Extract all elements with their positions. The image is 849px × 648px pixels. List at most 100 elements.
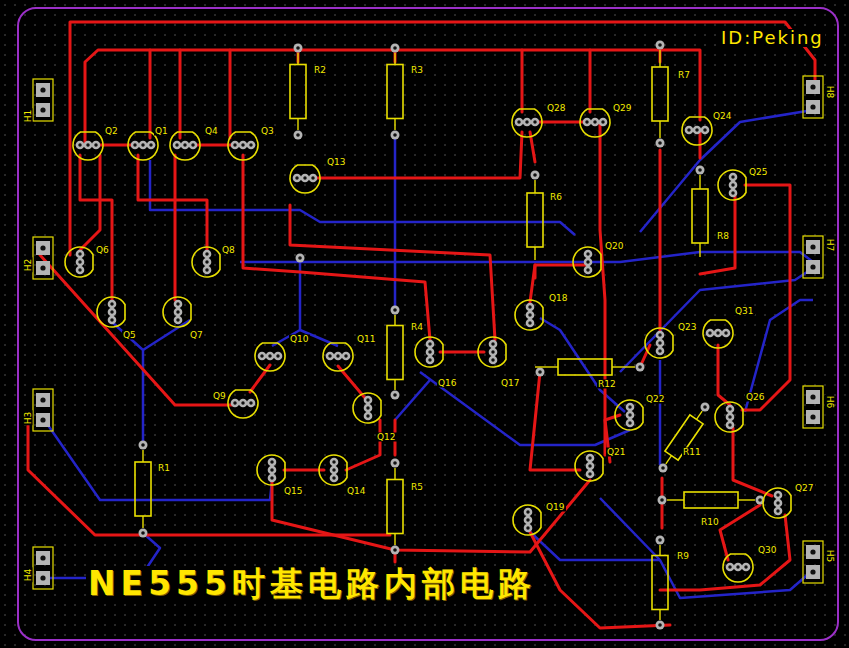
pad xyxy=(330,474,339,483)
pad-hole xyxy=(528,305,531,308)
pad xyxy=(294,131,303,140)
pad xyxy=(726,421,735,430)
pad-hole xyxy=(40,575,45,580)
pad-hole xyxy=(698,168,702,172)
pad-hole xyxy=(303,176,306,179)
pad xyxy=(599,118,608,127)
pad-hole xyxy=(175,143,178,146)
pad-hole xyxy=(366,414,369,417)
resistor-lead xyxy=(667,499,684,500)
transistor-outline xyxy=(97,297,125,327)
pad xyxy=(76,141,85,150)
transistor-outline xyxy=(682,117,712,145)
pad-hole xyxy=(758,498,762,502)
resistor-lead xyxy=(659,50,660,67)
pad-hole xyxy=(393,548,397,552)
resistor-body xyxy=(135,462,151,516)
pad xyxy=(189,141,198,150)
transistor-symbol xyxy=(580,109,610,137)
resistor-symbol xyxy=(135,450,151,528)
designator-label: Q2 xyxy=(104,127,119,136)
pad xyxy=(659,464,668,473)
pad xyxy=(36,571,50,585)
top-trace xyxy=(314,132,522,178)
pad-hole xyxy=(260,354,263,357)
designator-label: Q11 xyxy=(356,335,377,344)
designator-label: Q17 xyxy=(500,379,521,388)
pad-hole xyxy=(736,565,739,568)
pad xyxy=(722,329,731,338)
pad-hole xyxy=(78,260,81,263)
pad xyxy=(806,80,820,94)
pad xyxy=(586,454,595,463)
transistor-outline xyxy=(512,109,542,137)
designator-label: H7 xyxy=(825,238,834,253)
pad xyxy=(714,329,723,338)
pad xyxy=(636,363,645,372)
pad xyxy=(36,261,50,275)
pad-hole xyxy=(533,120,536,123)
pad-hole xyxy=(311,176,314,179)
pad xyxy=(139,529,148,538)
pad xyxy=(774,499,783,508)
transistor-outline xyxy=(515,300,543,330)
pad xyxy=(656,536,665,545)
pad-hole xyxy=(296,133,300,137)
pad xyxy=(489,356,498,365)
pad-hole xyxy=(205,268,208,271)
pad xyxy=(526,319,535,328)
pad xyxy=(523,118,532,127)
top-trace xyxy=(80,155,100,250)
pad xyxy=(489,340,498,349)
designator-label: R2 xyxy=(313,66,327,75)
pad-hole xyxy=(366,406,369,409)
bottom-trace xyxy=(395,380,430,420)
pad-hole xyxy=(40,87,45,92)
pad-hole xyxy=(133,143,136,146)
pad xyxy=(147,141,156,150)
transistor-symbol xyxy=(723,554,753,582)
pad-hole xyxy=(344,354,347,357)
bottom-trace xyxy=(640,110,813,232)
pad-hole xyxy=(270,476,273,479)
pad-hole xyxy=(366,398,369,401)
headers xyxy=(33,76,823,589)
resistor-body xyxy=(387,326,403,380)
pad-hole xyxy=(78,268,81,271)
resistor-symbol xyxy=(652,545,668,620)
pad-hole xyxy=(658,349,661,352)
pad xyxy=(706,329,715,338)
bottom-trace xyxy=(240,252,813,262)
designator-label: H5 xyxy=(825,549,834,564)
header-outline xyxy=(33,237,53,279)
resistor-lead xyxy=(535,366,558,367)
pad-hole xyxy=(810,104,815,109)
pad-hole xyxy=(660,498,664,502)
pad-hole xyxy=(428,350,431,353)
pad xyxy=(656,347,665,356)
top-trace xyxy=(733,428,772,496)
pad xyxy=(524,516,533,525)
pad xyxy=(526,311,535,320)
designator-label: H2 xyxy=(24,258,33,273)
pad xyxy=(391,306,400,315)
pad xyxy=(108,316,117,325)
pad xyxy=(685,126,694,135)
resistor-body xyxy=(387,65,403,119)
pad xyxy=(742,563,751,572)
pad-hole xyxy=(233,401,236,404)
pad xyxy=(696,166,705,175)
pad xyxy=(701,403,710,412)
pad-hole xyxy=(658,333,661,336)
pad-hole xyxy=(249,143,252,146)
header-symbol xyxy=(33,389,53,431)
pad-hole xyxy=(270,460,273,463)
pad xyxy=(296,254,305,263)
header-outline xyxy=(33,389,53,431)
resistor-symbol xyxy=(667,492,755,508)
top-trace xyxy=(179,50,182,138)
designator-label: Q31 xyxy=(734,307,755,316)
pad-hole xyxy=(526,518,529,521)
transistor-outline xyxy=(128,132,158,160)
designator-label: Q20 xyxy=(604,242,625,251)
